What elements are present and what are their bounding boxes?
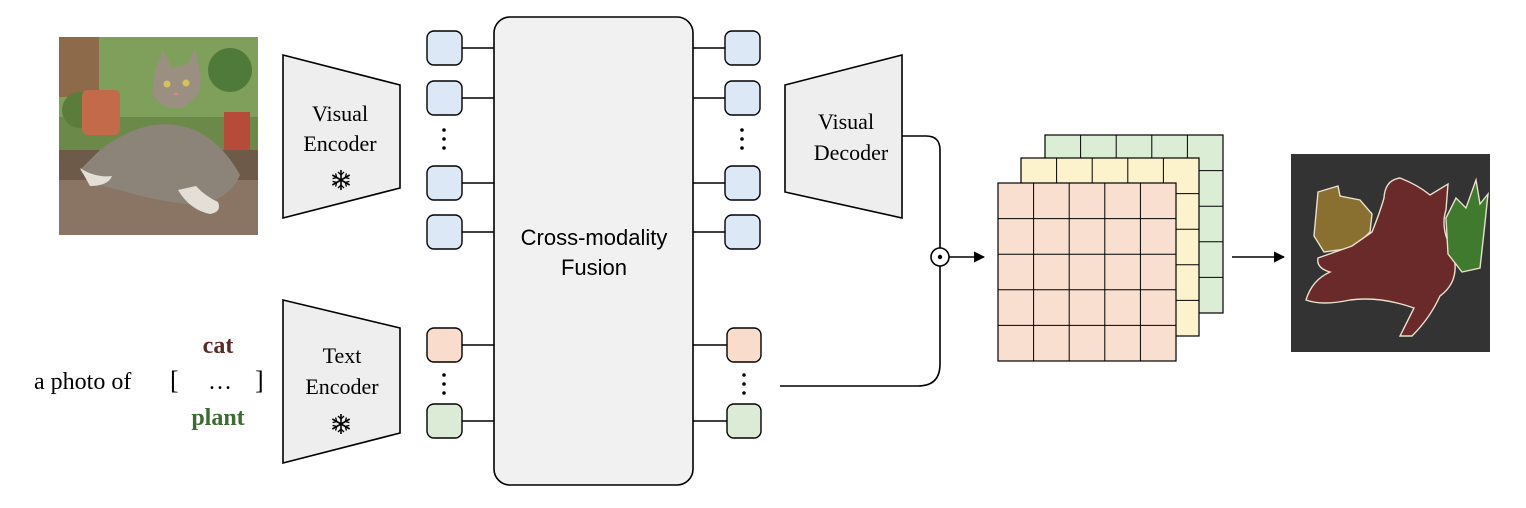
visual-encoder-label-line2: Encoder [303, 131, 377, 156]
visual-encoder: Visual Encoder [282, 53, 401, 220]
prompt-prefix: a photo of [34, 369, 131, 395]
text-token-cat [426, 327, 463, 363]
segment-background-object [1313, 185, 1373, 253]
fusion-label-line1: Cross-modality [521, 225, 668, 250]
visual-token [724, 214, 761, 250]
text-encoder-label-line2: Encoder [305, 374, 379, 399]
text-encoder-label-line1: Text [323, 343, 362, 368]
prompt-bracket-open: [ [170, 366, 179, 395]
mask-grid-front [997, 182, 1177, 362]
visual-decoder: Visual Decoder [784, 53, 903, 219]
visual-decoder-label-line2: Decoder [814, 140, 889, 165]
dot-product-icon [930, 247, 950, 267]
cross-modality-fusion: Cross-modality Fusion [493, 16, 694, 486]
text-token-plant [726, 403, 762, 439]
visual-token [724, 80, 761, 116]
visual-token [426, 80, 463, 116]
vertical-ellipsis [742, 373, 746, 395]
visual-encoder-label-line1: Visual [312, 101, 368, 126]
prompt-ellipsis: … [208, 369, 232, 395]
class-name-plant: plant [191, 405, 244, 431]
visual-decoder-label-line1: Visual [818, 109, 874, 134]
vertical-ellipsis [740, 128, 744, 150]
segmentation-output [1291, 154, 1490, 352]
segment-plant [1445, 177, 1489, 273]
class-name-cat: cat [203, 333, 234, 359]
fusion-label-line2: Fusion [561, 255, 627, 280]
input-image-cat-photo [59, 37, 258, 235]
visual-token [426, 214, 463, 250]
text-tokens-in [426, 327, 494, 439]
segment-cat [1305, 177, 1456, 337]
visual-token [724, 30, 761, 66]
text-prompt: cat a photo of [ … ] plant [34, 333, 264, 431]
visual-token [426, 165, 463, 201]
text-token-plant [426, 403, 463, 439]
visual-tokens-out [693, 30, 761, 250]
text-tokens-out [693, 327, 762, 439]
visual-token [426, 30, 463, 66]
text-encoder: Text Encoder [282, 298, 401, 465]
text-token-cat [726, 327, 762, 363]
connector-lines [780, 135, 941, 387]
prompt-bracket-close: ] [255, 366, 264, 395]
vertical-ellipsis [442, 128, 446, 150]
visual-tokens-in [426, 30, 494, 250]
visual-token [724, 165, 761, 201]
vertical-ellipsis [442, 373, 446, 395]
